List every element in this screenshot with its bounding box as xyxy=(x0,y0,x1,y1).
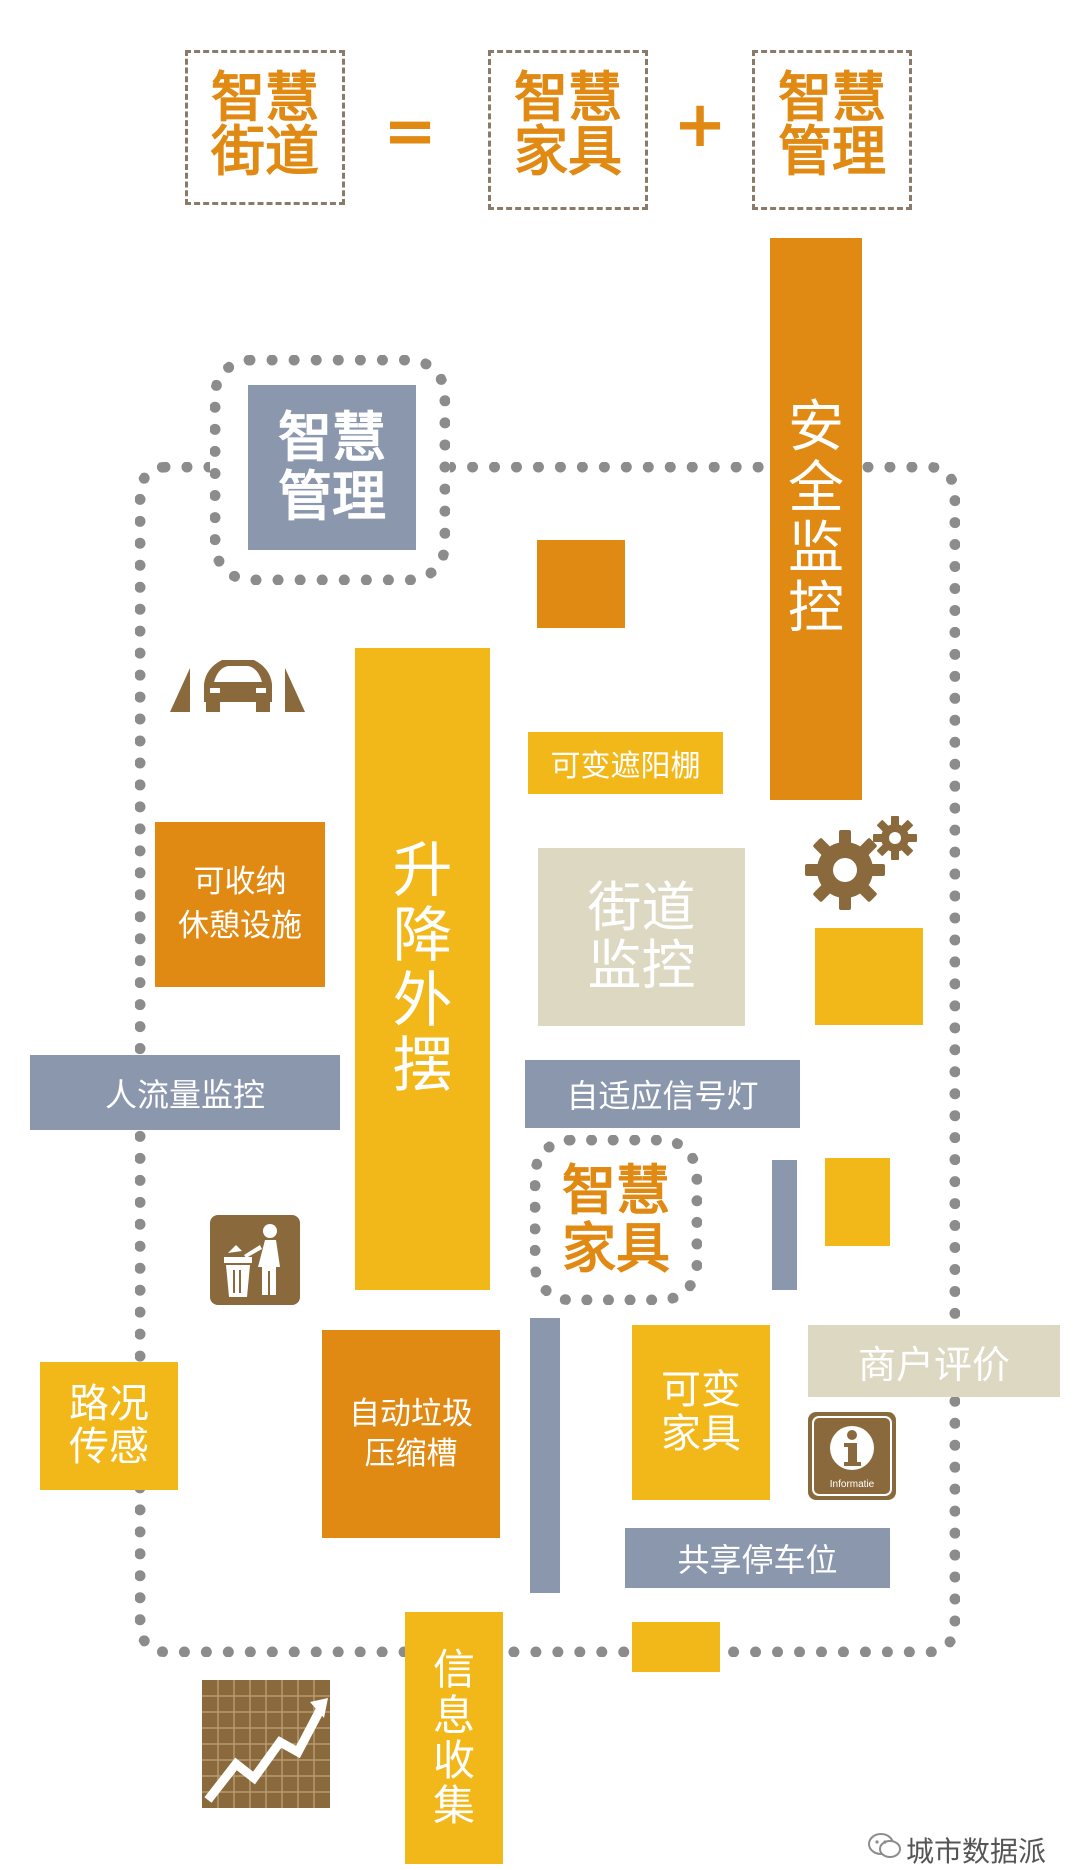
rest-facility-label: 可收纳 休憩设施 xyxy=(178,864,302,944)
equals-sign: = xyxy=(383,95,437,169)
road-sensing-label: 路况 传感 xyxy=(69,1380,149,1470)
equation-term-smart-street: 智慧 街道 xyxy=(185,50,345,205)
information-icon: Informatie xyxy=(808,1412,896,1500)
orange-square xyxy=(537,540,625,628)
adaptive-signal-label: 自适应信号灯 xyxy=(566,1077,759,1115)
sunshade-block: 可变遮阳棚 xyxy=(528,732,723,794)
crowd-flow-bar: 人流量监控 xyxy=(30,1055,340,1130)
trend-chart-icon xyxy=(202,1680,330,1808)
equation-smart-street-text: 智慧 街道 xyxy=(211,66,319,183)
information-icon-text: Informatie xyxy=(830,1479,875,1490)
sunshade-label: 可变遮阳棚 xyxy=(550,749,701,784)
rest-facility-block: 可收纳 休憩设施 xyxy=(155,822,325,987)
amber-rect-right xyxy=(825,1158,890,1246)
plus-sign: + xyxy=(673,88,727,162)
street-monitor-block: 街道 监控 xyxy=(538,848,745,1026)
shared-parking-label: 共享停车位 xyxy=(677,1541,838,1579)
adaptive-signal-bar: 自适应信号灯 xyxy=(525,1060,800,1128)
smart-furniture-frame xyxy=(530,1135,702,1305)
car-icon xyxy=(170,650,305,712)
variable-furniture-block: 可变 家具 xyxy=(632,1325,770,1500)
merchant-review-bar: 商户评价 xyxy=(808,1325,1060,1397)
equation-smart-management-text: 智慧 管理 xyxy=(778,66,886,183)
slate-post-right xyxy=(772,1160,797,1290)
slate-post-middle xyxy=(530,1318,560,1593)
smart-management-label: 智慧 管理 xyxy=(278,406,386,528)
merchant-review-label: 商户评价 xyxy=(857,1342,1010,1387)
info-collection-bar: 信 息 收 集 xyxy=(405,1612,503,1864)
trash-compressor-label: 自动垃圾 压缩槽 xyxy=(349,1395,473,1472)
amber-bar-bottom xyxy=(632,1622,720,1672)
safety-monitor-label: 安全 监控 xyxy=(788,395,844,642)
equation-smart-furniture-text: 智慧 家具 xyxy=(514,66,622,183)
wechat-icon xyxy=(868,1832,902,1860)
info-collection-label: 信 息 收 集 xyxy=(432,1645,475,1831)
lift-outdoor-bar: 升 降 外 摆 xyxy=(355,648,490,1290)
watermark-text: 城市数据派 xyxy=(906,1835,1047,1868)
smart-management-block: 智慧 管理 xyxy=(248,385,416,550)
variable-furniture-label: 可变 家具 xyxy=(661,1367,741,1457)
road-sensing-block: 路况 传感 xyxy=(40,1362,178,1490)
equation-term-smart-furniture: 智慧 家具 xyxy=(488,50,648,210)
smart-furniture-label: 智慧 家具 xyxy=(562,1158,670,1280)
crowd-flow-label: 人流量监控 xyxy=(104,1075,265,1114)
equation-term-smart-management: 智慧 管理 xyxy=(752,50,912,210)
amber-square-right xyxy=(815,928,923,1025)
trash-compressor-block: 自动垃圾 压缩槽 xyxy=(322,1330,500,1538)
street-monitor-label: 街道 监控 xyxy=(587,875,696,997)
gear-icon xyxy=(805,812,920,912)
smart-furniture-badge: 智慧 家具 xyxy=(540,1148,692,1292)
lift-outdoor-label: 升 降 外 摆 xyxy=(392,836,453,1101)
trash-bin-icon xyxy=(210,1215,300,1305)
shared-parking-bar: 共享停车位 xyxy=(625,1528,890,1588)
safety-monitor-bar: 安全 监控 xyxy=(770,238,862,800)
